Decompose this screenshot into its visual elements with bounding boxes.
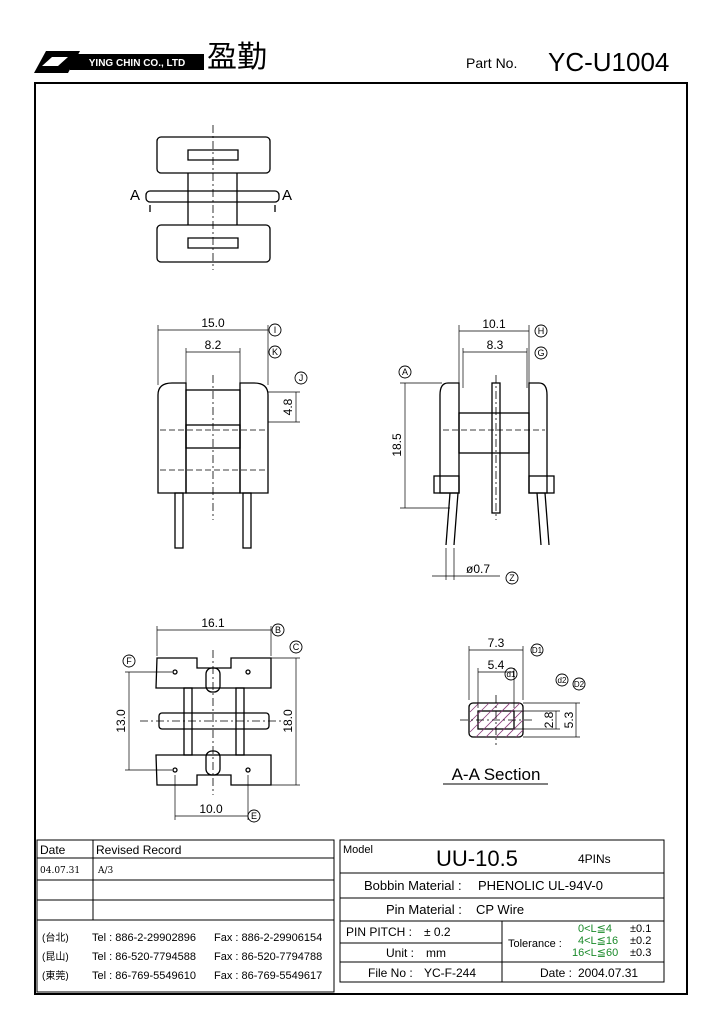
part-no-value: YC-U1004 bbox=[548, 47, 670, 77]
front-dim-side: 4.8 bbox=[281, 398, 295, 415]
model-label: Model bbox=[343, 844, 373, 856]
bottom-dim-pin-pitch: 10.0 bbox=[199, 802, 223, 816]
tag-d1-small: d1 bbox=[507, 670, 516, 679]
tag-d2-small: d2 bbox=[558, 676, 567, 685]
bobbin-label: Bobbin Material : bbox=[364, 878, 462, 893]
drawing-frame bbox=[34, 82, 688, 995]
part-no-label: Part No. bbox=[466, 55, 518, 71]
tag-g: G bbox=[537, 348, 544, 358]
contact-fax: Fax : 886-2-29906154 bbox=[214, 932, 323, 944]
section-mark-left: A bbox=[130, 187, 140, 204]
side-dim-pin: ø0.7 bbox=[466, 562, 490, 576]
rev-col-record: Revised Record bbox=[96, 843, 182, 857]
tag-b: B bbox=[275, 625, 281, 635]
pitch-value: ± 0.2 bbox=[424, 925, 451, 939]
side-dim-height: 18.5 bbox=[390, 433, 404, 457]
top-view bbox=[145, 125, 280, 270]
date-value: 2004.07.31 bbox=[578, 966, 639, 980]
company-logo: YING CHIN CO., LTD bbox=[34, 47, 204, 80]
tolerance-value: ±0.3 bbox=[630, 947, 652, 959]
side-view bbox=[400, 325, 555, 580]
tolerance-range: 16<L≦60 bbox=[572, 947, 619, 959]
rev-row-date: 04.07.31 bbox=[40, 866, 81, 876]
unit-value: mm bbox=[426, 946, 446, 960]
tag-h: H bbox=[538, 326, 545, 336]
file-value: YC-F-244 bbox=[424, 966, 477, 980]
tag-d2: D2 bbox=[574, 680, 585, 689]
date-label: Date : bbox=[540, 966, 573, 980]
tag-f: F bbox=[126, 656, 132, 666]
tolerance-value: ±0.2 bbox=[630, 935, 652, 947]
pins-count: 4PINs bbox=[578, 852, 611, 866]
side-dim-inner: 8.3 bbox=[487, 338, 504, 352]
tolerance-label: Tolerance : bbox=[508, 938, 562, 950]
front-dim-inner: 8.2 bbox=[205, 338, 222, 352]
tag-z: Z bbox=[509, 573, 515, 583]
contact-tel: Tel : 886-2-29902896 bbox=[92, 932, 196, 944]
contact-fax: Fax : 86-520-7794788 bbox=[214, 951, 323, 963]
contact-city: (台北) bbox=[42, 933, 69, 944]
section-label: A-A Section bbox=[452, 765, 541, 784]
section-dim-h-outer: 5.3 bbox=[562, 711, 576, 728]
side-dim-width: 10.1 bbox=[482, 317, 506, 331]
pin-material-value: CP Wire bbox=[476, 902, 525, 917]
tag-d1: D1 bbox=[532, 646, 543, 655]
rev-row-record: A/3 bbox=[98, 866, 114, 876]
tag-c: C bbox=[293, 642, 300, 652]
contact-city: (東莞) bbox=[42, 971, 69, 982]
tag-i: I bbox=[274, 325, 277, 335]
tolerance-value: ±0.1 bbox=[630, 923, 652, 935]
pin-material-label: Pin Material : bbox=[386, 902, 462, 917]
bottom-view bbox=[125, 626, 300, 820]
revision-table bbox=[36, 839, 335, 993]
section-dim-outer: 7.3 bbox=[488, 636, 505, 650]
company-name-cn: 盈勤 bbox=[207, 40, 267, 75]
tag-e: E bbox=[251, 811, 257, 821]
company-name-en: YING CHIN CO., LTD bbox=[89, 58, 185, 69]
bottom-dim-width: 16.1 bbox=[201, 616, 225, 630]
section-dim-h-inner: 2.8 bbox=[542, 711, 556, 728]
rev-col-date: Date bbox=[40, 843, 66, 857]
bottom-dim-height-outer: 18.0 bbox=[281, 709, 295, 733]
section-dim-inner: 5.4 bbox=[488, 658, 505, 672]
contact-fax: Fax : 86-769-5549617 bbox=[214, 970, 323, 982]
tag-a: A bbox=[402, 367, 408, 377]
bobbin-value: PHENOLIC UL-94V-0 bbox=[478, 878, 603, 893]
tolerance-range: 0<L≦4 bbox=[578, 923, 612, 935]
contact-city: (昆山) bbox=[42, 952, 69, 963]
contact-tel: Tel : 86-769-5549610 bbox=[92, 970, 196, 982]
contact-tel: Tel : 86-520-7794588 bbox=[92, 951, 196, 963]
section-view bbox=[443, 646, 580, 785]
tag-k: K bbox=[272, 347, 278, 357]
unit-label: Unit : bbox=[386, 946, 415, 960]
tolerance-range: 4<L≦16 bbox=[578, 935, 619, 947]
section-mark-right: A bbox=[282, 187, 292, 204]
model-value: UU-10.5 bbox=[436, 846, 518, 871]
bottom-dim-height-inner: 13.0 bbox=[114, 709, 128, 733]
pitch-label: PIN PITCH : bbox=[346, 925, 413, 939]
tag-j: J bbox=[299, 373, 304, 383]
front-dim-width: 15.0 bbox=[201, 316, 225, 330]
front-view bbox=[157, 325, 300, 549]
file-label: File No : bbox=[368, 966, 413, 980]
